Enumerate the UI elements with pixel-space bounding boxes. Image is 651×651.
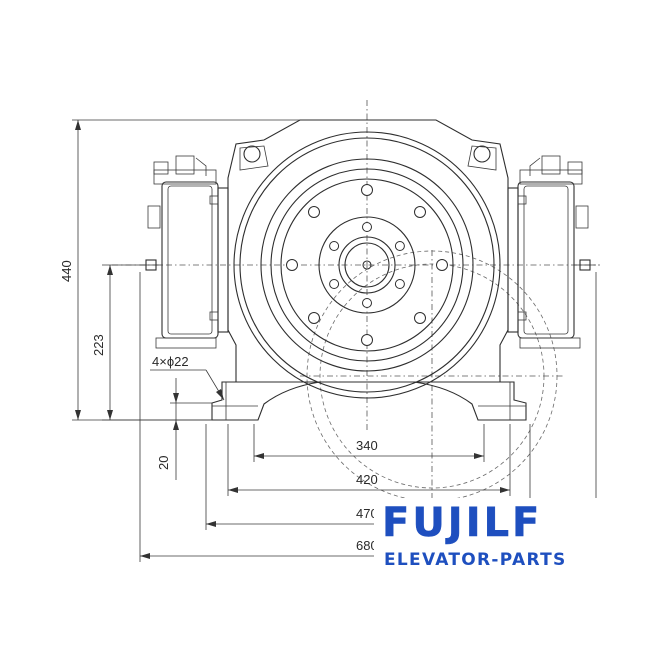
brand-tagline: ELEVATOR-PARTS xyxy=(384,550,567,570)
machine-base xyxy=(211,381,527,421)
inner-bolt-circle xyxy=(329,222,405,308)
dim-holes: 4×ϕ22 xyxy=(150,354,225,401)
dim-label-340: 340 xyxy=(356,438,378,453)
brand-logo: FUJILF xyxy=(382,500,543,547)
brake-left xyxy=(140,155,229,349)
dim-width-420: 420 xyxy=(228,472,510,493)
outer-bolt-hole xyxy=(361,334,373,346)
dim-label-holes: 4×ϕ22 xyxy=(152,354,189,369)
dim-label-440: 440 xyxy=(59,260,74,282)
outer-bolt-hole xyxy=(308,206,320,218)
outer-bolt-hole xyxy=(414,312,426,324)
dim-label-470: 470 xyxy=(356,506,378,521)
dim-height-440: 440 xyxy=(59,119,300,421)
lifting-lug-left xyxy=(243,145,261,163)
dim-label-680: 680 xyxy=(356,538,378,553)
rotor-rings xyxy=(233,131,501,399)
inner-bolt-hole xyxy=(394,279,405,289)
dim-height-223: 223 xyxy=(91,264,212,421)
outer-bolt-hole xyxy=(436,259,448,271)
watermark-backdrop xyxy=(374,498,600,578)
dim-width-340: 340 xyxy=(254,438,484,459)
outer-bolt-hole xyxy=(286,259,298,271)
inner-bolt-hole xyxy=(362,222,372,232)
outer-bolt-circle xyxy=(286,184,448,346)
brake-right xyxy=(507,155,596,349)
dim-base-20: 20 xyxy=(156,378,212,480)
inner-bolt-hole xyxy=(362,298,372,308)
dim-label-223: 223 xyxy=(91,334,106,356)
outer-bolt-hole xyxy=(308,312,320,324)
inner-bolt-hole xyxy=(329,279,340,289)
motor-housing xyxy=(227,119,509,383)
inner-bolt-hole xyxy=(329,241,340,251)
dim-label-20: 20 xyxy=(156,456,171,470)
dim-label-420: 420 xyxy=(356,472,378,487)
outer-bolt-hole xyxy=(414,206,426,218)
inner-bolt-hole xyxy=(394,241,405,251)
lifting-lug-right xyxy=(473,145,491,163)
outer-bolt-hole xyxy=(361,184,373,196)
